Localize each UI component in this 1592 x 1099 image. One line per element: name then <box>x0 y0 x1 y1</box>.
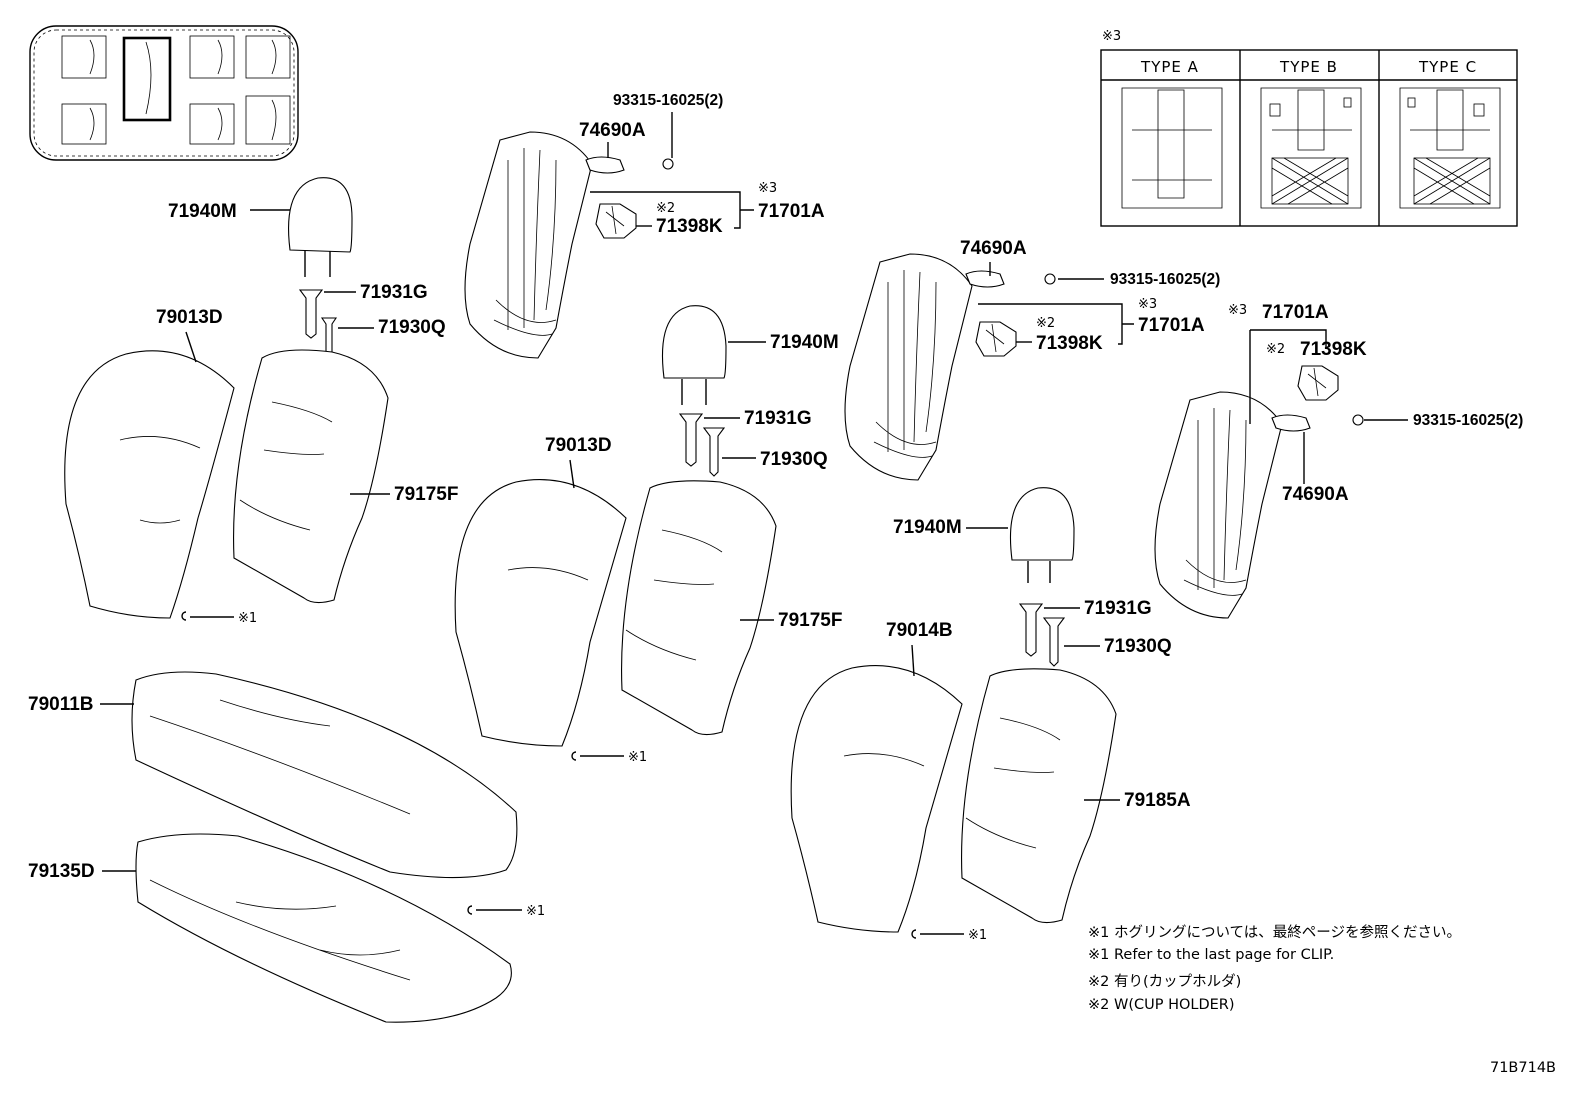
right-backrest-cover-sketch <box>790 665 963 933</box>
vehicle-locator-thumbnail <box>29 25 299 161</box>
far-right-frame-sketch <box>1154 391 1283 619</box>
left-seat-cushion-pad-sketch <box>135 833 512 1023</box>
middle-headrest-guides-sketch <box>678 413 726 477</box>
type-b-label: TYPE B <box>1279 58 1338 76</box>
clip-marker-right: ※1 <box>968 928 987 943</box>
middle-bracket-sketch <box>585 156 674 174</box>
clip-marker-left: ※1 <box>238 611 257 626</box>
marker-x3-far-right: ※3 <box>1228 303 1247 318</box>
note-1-japanese: ※1 ホグリングについては、最終ページを参照ください。 <box>1088 924 1461 941</box>
label-71940M-middle: 71940M <box>770 332 839 353</box>
right-headrest-guides-sketch <box>1018 603 1066 667</box>
label-71398K-far-right: 71398K <box>1300 339 1367 360</box>
label-79175F-left: 79175F <box>394 484 458 505</box>
label-bolt-right: 93315-16025(2) <box>1110 271 1220 288</box>
label-79011B: 79011B <box>28 694 94 715</box>
left-backrest-cover-sketch <box>64 350 235 619</box>
middle-frame-sketch <box>464 131 593 359</box>
middle-headrest-sketch <box>661 305 727 405</box>
note-2-japanese: ※2 有り(カップホルダ) <box>1088 973 1241 990</box>
marker-x2-middle: ※2 <box>656 201 675 216</box>
label-74690A-right: 74690A <box>960 238 1027 259</box>
left-headrest-sketch <box>288 177 353 277</box>
label-79135D: 79135D <box>28 861 95 882</box>
left-seat-cushion-cover-sketch <box>131 671 518 879</box>
label-74690A-middle: 74690A <box>579 120 646 141</box>
label-79013D-left: 79013D <box>156 307 223 328</box>
label-74690A-far-right: 74690A <box>1282 484 1349 505</box>
label-79013D-middle: 79013D <box>545 435 612 456</box>
label-79175F-middle: 79175F <box>778 610 842 631</box>
type-box-marker: ※3 <box>1102 29 1121 44</box>
type-a-label: TYPE A <box>1140 58 1199 76</box>
right-headrest-sketch <box>1009 487 1075 583</box>
label-71930Q-right: 71930Q <box>1104 636 1172 657</box>
clip-marker-cushion: ※1 <box>526 904 545 919</box>
clip-marker-middle: ※1 <box>628 750 647 765</box>
label-bolt-middle: 93315-16025(2) <box>613 92 723 109</box>
label-71931G-middle: 71931G <box>744 408 812 429</box>
marker-x3-right: ※3 <box>1138 297 1157 312</box>
label-71931G-left: 71931G <box>360 282 428 303</box>
left-headrest-guides-sketch <box>298 289 338 358</box>
note-1-english: ※1 Refer to the last page for CLIP. <box>1088 947 1334 963</box>
far-right-bracket-sketch <box>1271 414 1364 432</box>
label-71940M-right: 71940M <box>893 517 962 538</box>
type-variants-box: ※3 TYPE A TYPE B TYPE C <box>1100 29 1518 227</box>
label-71701A-middle: 71701A <box>758 201 825 222</box>
label-71398K-middle: 71398K <box>656 216 723 237</box>
marker-x3-middle: ※3 <box>758 181 777 196</box>
label-79185A: 79185A <box>1124 790 1191 811</box>
label-71701A-right: 71701A <box>1138 315 1205 336</box>
right-backrest-pad-sketch <box>961 668 1117 924</box>
label-71930Q-middle: 71930Q <box>760 449 828 470</box>
type-c-label: TYPE C <box>1418 58 1477 76</box>
middle-cup-holder-sketch <box>595 203 637 239</box>
diagram-code: 71B714B <box>1490 1060 1556 1076</box>
label-71930Q-left: 71930Q <box>378 317 446 338</box>
label-71701A-far-right: 71701A <box>1262 302 1329 323</box>
right-bracket-sketch <box>965 270 1056 288</box>
label-71398K-right: 71398K <box>1036 333 1103 354</box>
label-bolt-far-right: 93315-16025(2) <box>1413 412 1523 429</box>
middle-backrest-pad-sketch <box>621 480 777 736</box>
middle-backrest-cover-sketch <box>454 479 627 747</box>
label-71931G-right: 71931G <box>1084 598 1152 619</box>
marker-x2-right: ※2 <box>1036 316 1055 331</box>
left-backrest-pad-sketch <box>233 349 389 604</box>
note-2-english: ※2 W(CUP HOLDER) <box>1088 997 1235 1013</box>
right-frame-sketch <box>844 253 973 481</box>
marker-x2-far-right: ※2 <box>1266 342 1285 357</box>
far-right-cup-holder-sketch <box>1297 365 1339 401</box>
label-71940M-left: 71940M <box>168 201 237 222</box>
label-79014B: 79014B <box>886 620 953 641</box>
right-cup-holder-sketch <box>975 321 1017 357</box>
